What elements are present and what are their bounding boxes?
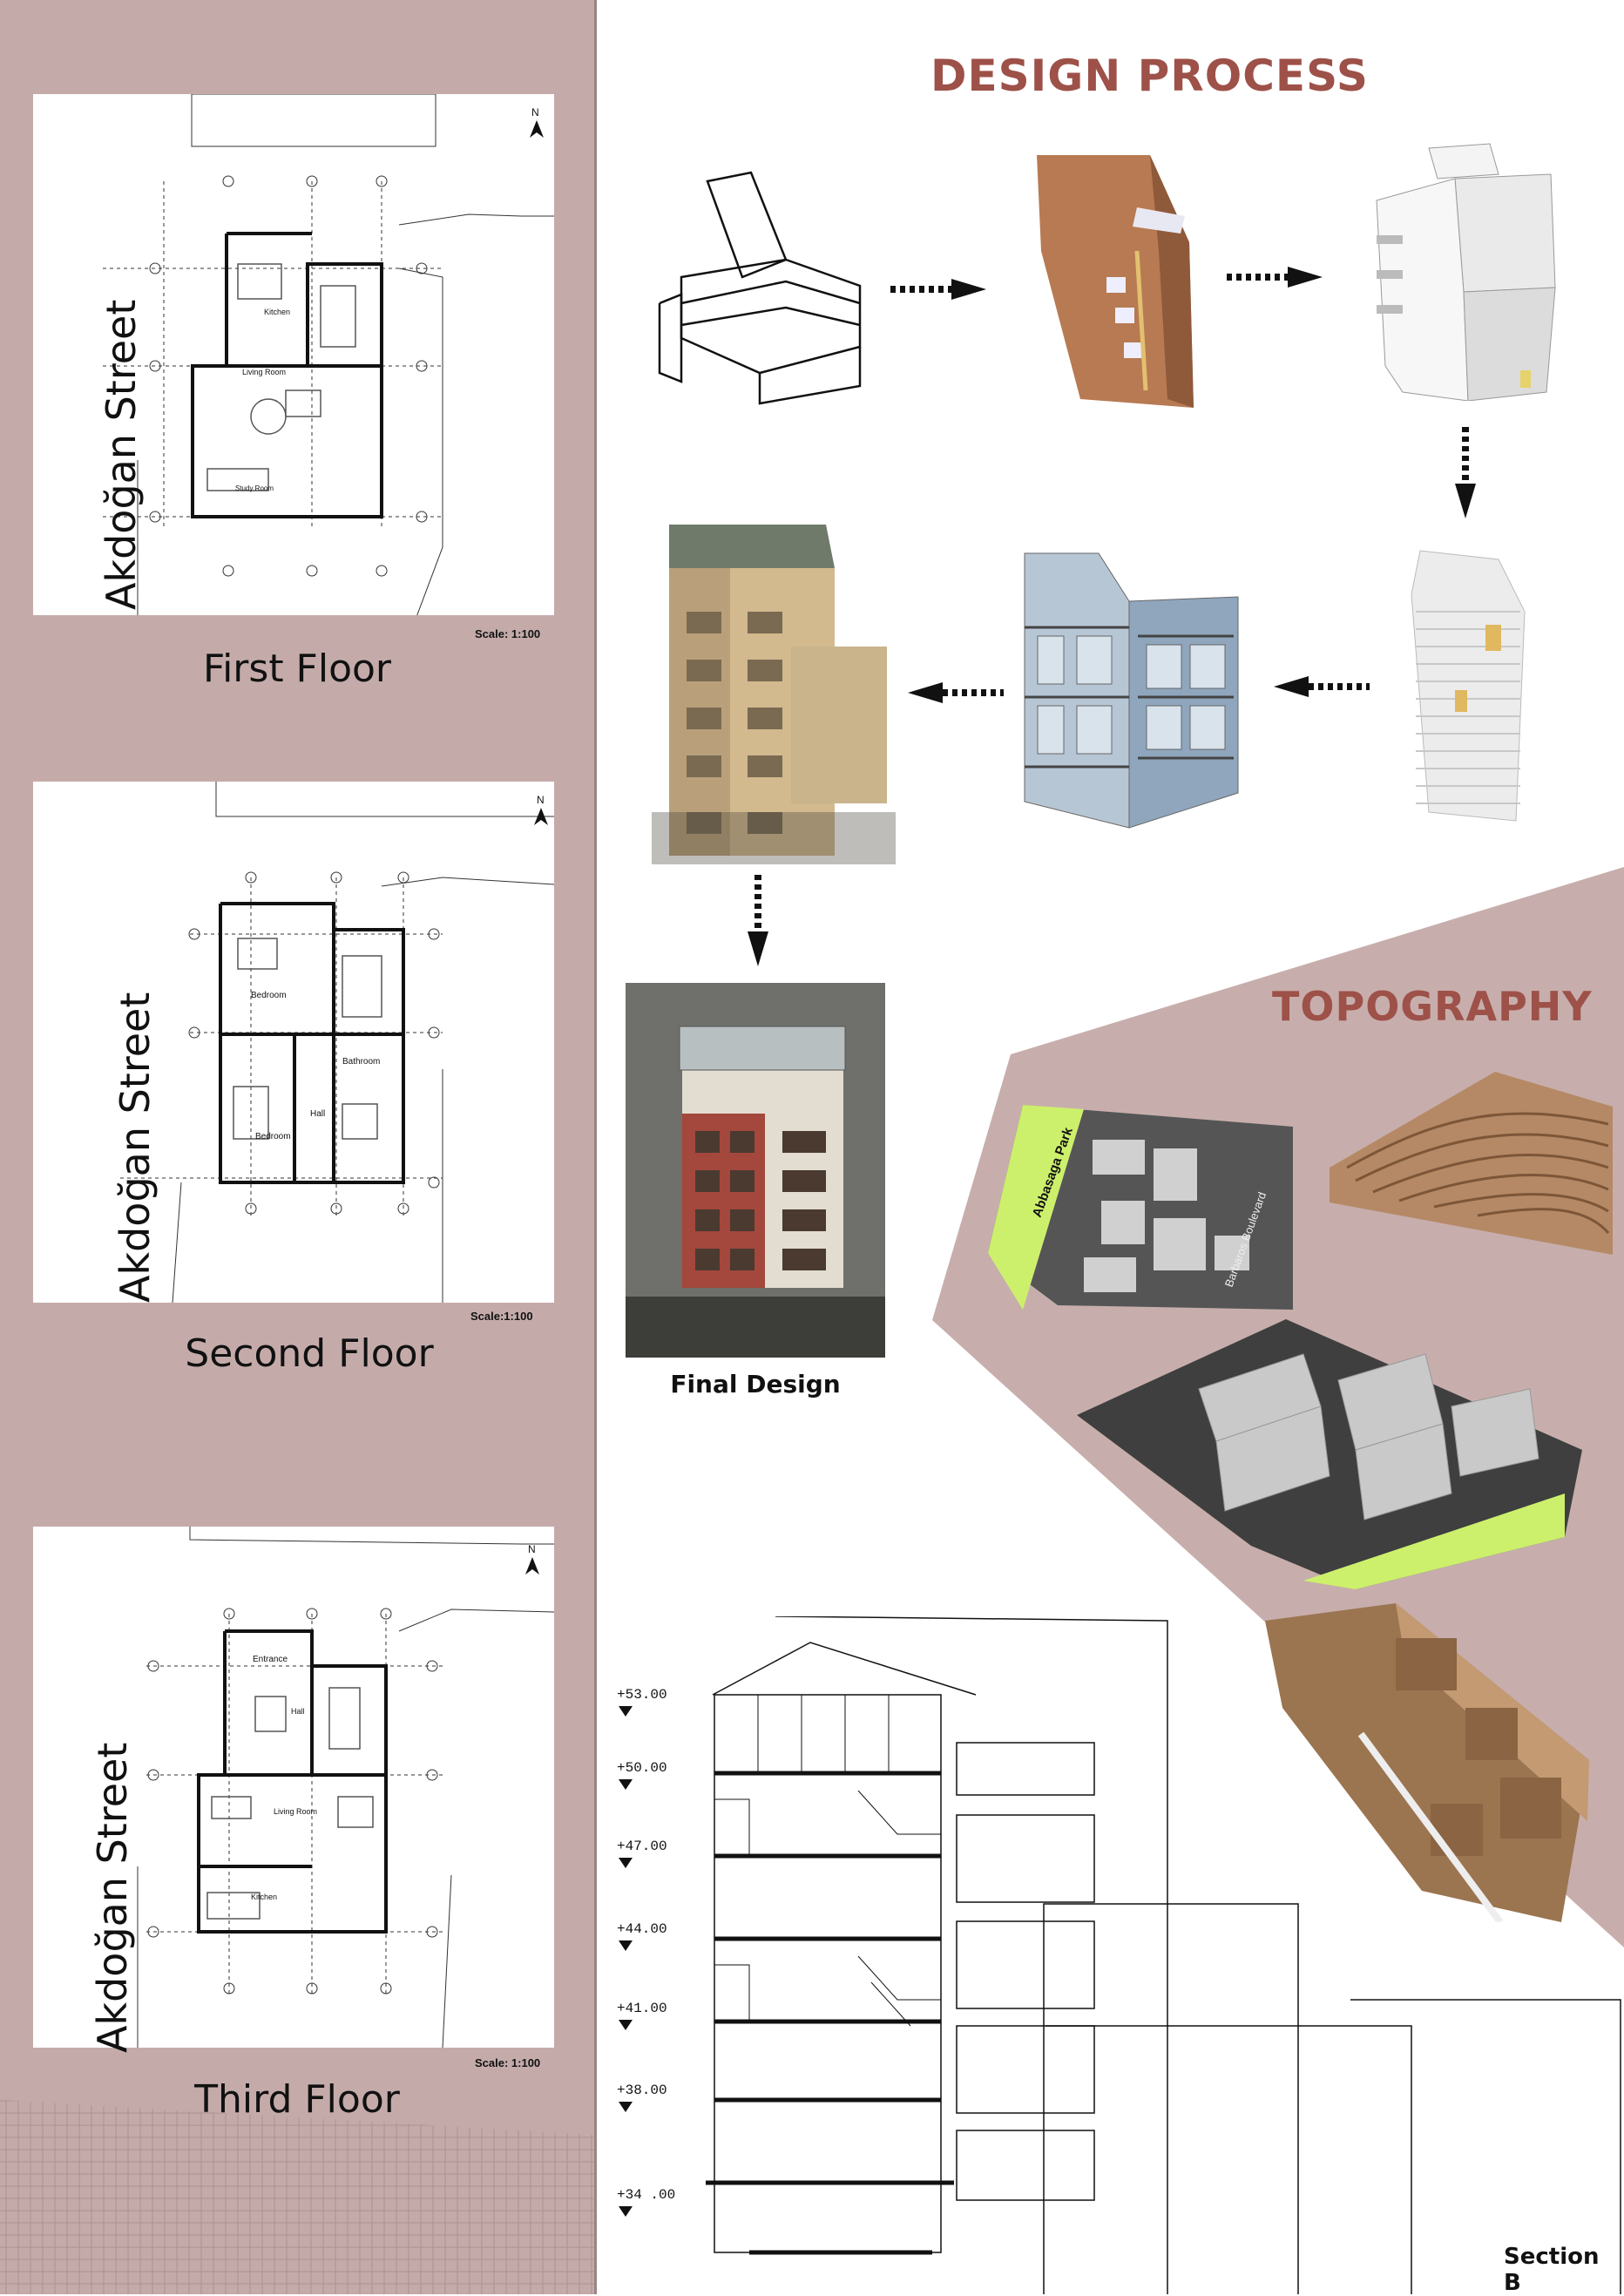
third-floor-plan: Entrance Hall Living Room Kitchen N (33, 1527, 554, 2048)
cardboard-model (1037, 155, 1194, 408)
level-label: +38.00 (617, 2083, 667, 2098)
panel-divider (594, 0, 597, 2294)
contour-model (1330, 1072, 1613, 1255)
svg-text:Kitchen: Kitchen (251, 1893, 277, 1901)
final-design-render (626, 983, 885, 1358)
svg-text:Hall: Hall (310, 1109, 325, 1119)
svg-text:Bathroom: Bathroom (342, 1057, 380, 1067)
level-label: +53.00 (617, 1687, 667, 1703)
process-arrow (1455, 427, 1476, 518)
process-arrow (748, 875, 768, 966)
svg-text:Hall: Hall (291, 1707, 305, 1716)
level-label: +41.00 (617, 2001, 667, 2016)
process-arrow (1227, 267, 1323, 288)
svg-text:Entrance: Entrance (253, 1655, 288, 1664)
level-marker (619, 2206, 633, 2217)
street-label: Akdoğan Street (89, 1742, 136, 2053)
glass-model-render (1024, 552, 1239, 829)
process-arrow (908, 682, 1004, 703)
level-marker (619, 1706, 633, 1717)
site-massing-3d (1077, 1319, 1582, 1589)
textured-model-render (652, 525, 896, 864)
process-arrow (890, 279, 986, 300)
floor-title: First Floor (202, 647, 392, 691)
svg-text:Kitchen: Kitchen (264, 308, 290, 316)
level-label: +50.00 (617, 1760, 667, 1776)
svg-text:Bedroom: Bedroom (255, 1132, 291, 1141)
ground-hatch (0, 2100, 594, 2294)
topography-heading: TOPOGRAPHY (1272, 983, 1593, 1030)
street-label: Akdoğan Street (98, 299, 145, 610)
street-label: Akdoğan Street (112, 992, 159, 1303)
level-marker (619, 1779, 633, 1790)
scale-label: Scale: 1:100 (475, 2056, 541, 2069)
scale-label: Scale:1:100 (470, 1310, 533, 1323)
massing-model (1376, 143, 1556, 401)
svg-text:Bedroom: Bedroom (251, 991, 287, 1000)
svg-text:Living Room: Living Room (242, 368, 286, 376)
level-label: +47.00 (617, 1839, 667, 1854)
first-floor-plan: Kitchen Living Room Study Room N (33, 94, 554, 615)
svg-text:Study Room: Study Room (235, 484, 274, 492)
concept-sketch (658, 171, 862, 405)
level-marker (619, 1940, 633, 1951)
layered-model (1411, 550, 1526, 822)
level-marker (619, 2020, 633, 2030)
svg-text:N: N (531, 106, 539, 119)
final-design-caption: Final Design (670, 1370, 841, 1399)
scale-label: Scale: 1:100 (475, 627, 541, 640)
level-label: +44.00 (617, 1921, 667, 1937)
svg-text:Living Room: Living Room (274, 1807, 317, 1816)
design-process-heading: DESIGN PROCESS (930, 51, 1369, 101)
level-marker (619, 2102, 633, 2112)
level-label: +34 .00 (617, 2187, 676, 2203)
cardboard-site-model (1265, 1603, 1589, 1922)
svg-text:N: N (537, 794, 545, 806)
site-map: Abbasaga Park Barbaros Boulevard (988, 1105, 1293, 1310)
section-title: Section B (1504, 2244, 1600, 2296)
level-marker (619, 1858, 633, 1868)
floor-title: Second Floor (185, 1331, 434, 1376)
svg-text:N: N (528, 1543, 536, 1555)
second-floor-plan: Bedroom Bathroom Hall Bedroom N (33, 782, 554, 1303)
floor-title: Third Floor (194, 2077, 400, 2122)
section-drawing (706, 1616, 1621, 2294)
process-arrow (1274, 676, 1370, 697)
